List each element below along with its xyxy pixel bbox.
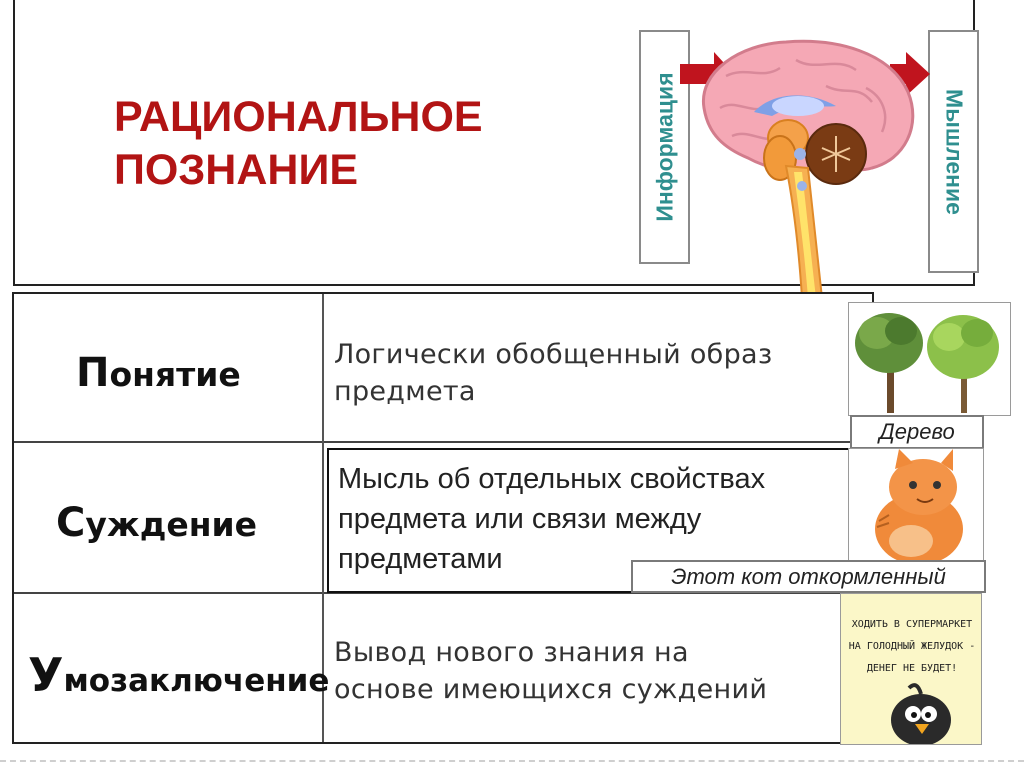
definition-inference: Вывод нового знания на основе имеющихся …	[334, 637, 768, 705]
cat-icon	[875, 449, 963, 565]
trees-image	[848, 302, 1011, 416]
tree-icon	[855, 313, 999, 413]
tree-caption: Дерево	[850, 415, 984, 449]
title-line-2: ПОЗНАНИЕ	[114, 146, 359, 194]
information-label: Информация	[651, 72, 677, 222]
brain-illustration	[680, 39, 930, 298]
bird-icon	[891, 683, 951, 744]
row-divider	[14, 592, 854, 594]
slide-title: РАЦИОНАЛЬНОЕ ПОЗНАНИЕ	[114, 91, 574, 197]
definition-concept: Логически обобщенный образ предмета	[334, 339, 773, 407]
column-divider	[322, 294, 324, 742]
title-line-1: РАЦИОНАЛЬНОЕ	[114, 93, 483, 141]
thinking-label-box: Мышление	[928, 30, 979, 273]
poster-text: ХОДИТЬ В СУПЕРМАРКЕТ НА ГОЛОДНЫЙ ЖЕЛУДОК…	[848, 619, 976, 674]
bottom-divider	[0, 760, 1024, 762]
row-divider	[14, 441, 854, 443]
poster-image: ХОДИТЬ В СУПЕРМАРКЕТ НА ГОЛОДНЫЙ ЖЕЛУДОК…	[840, 593, 982, 745]
cat-image	[848, 448, 984, 568]
cat-caption: Этот кот откормленный	[631, 560, 986, 593]
term-judgment: Суждение	[56, 500, 258, 546]
thinking-label: Мышление	[941, 88, 967, 215]
definition-judgment: Мысль об отдельных свойствах предмета ил…	[338, 463, 766, 575]
term-inference: Умозаключение	[28, 648, 330, 702]
term-concept: Понятие	[76, 350, 241, 396]
